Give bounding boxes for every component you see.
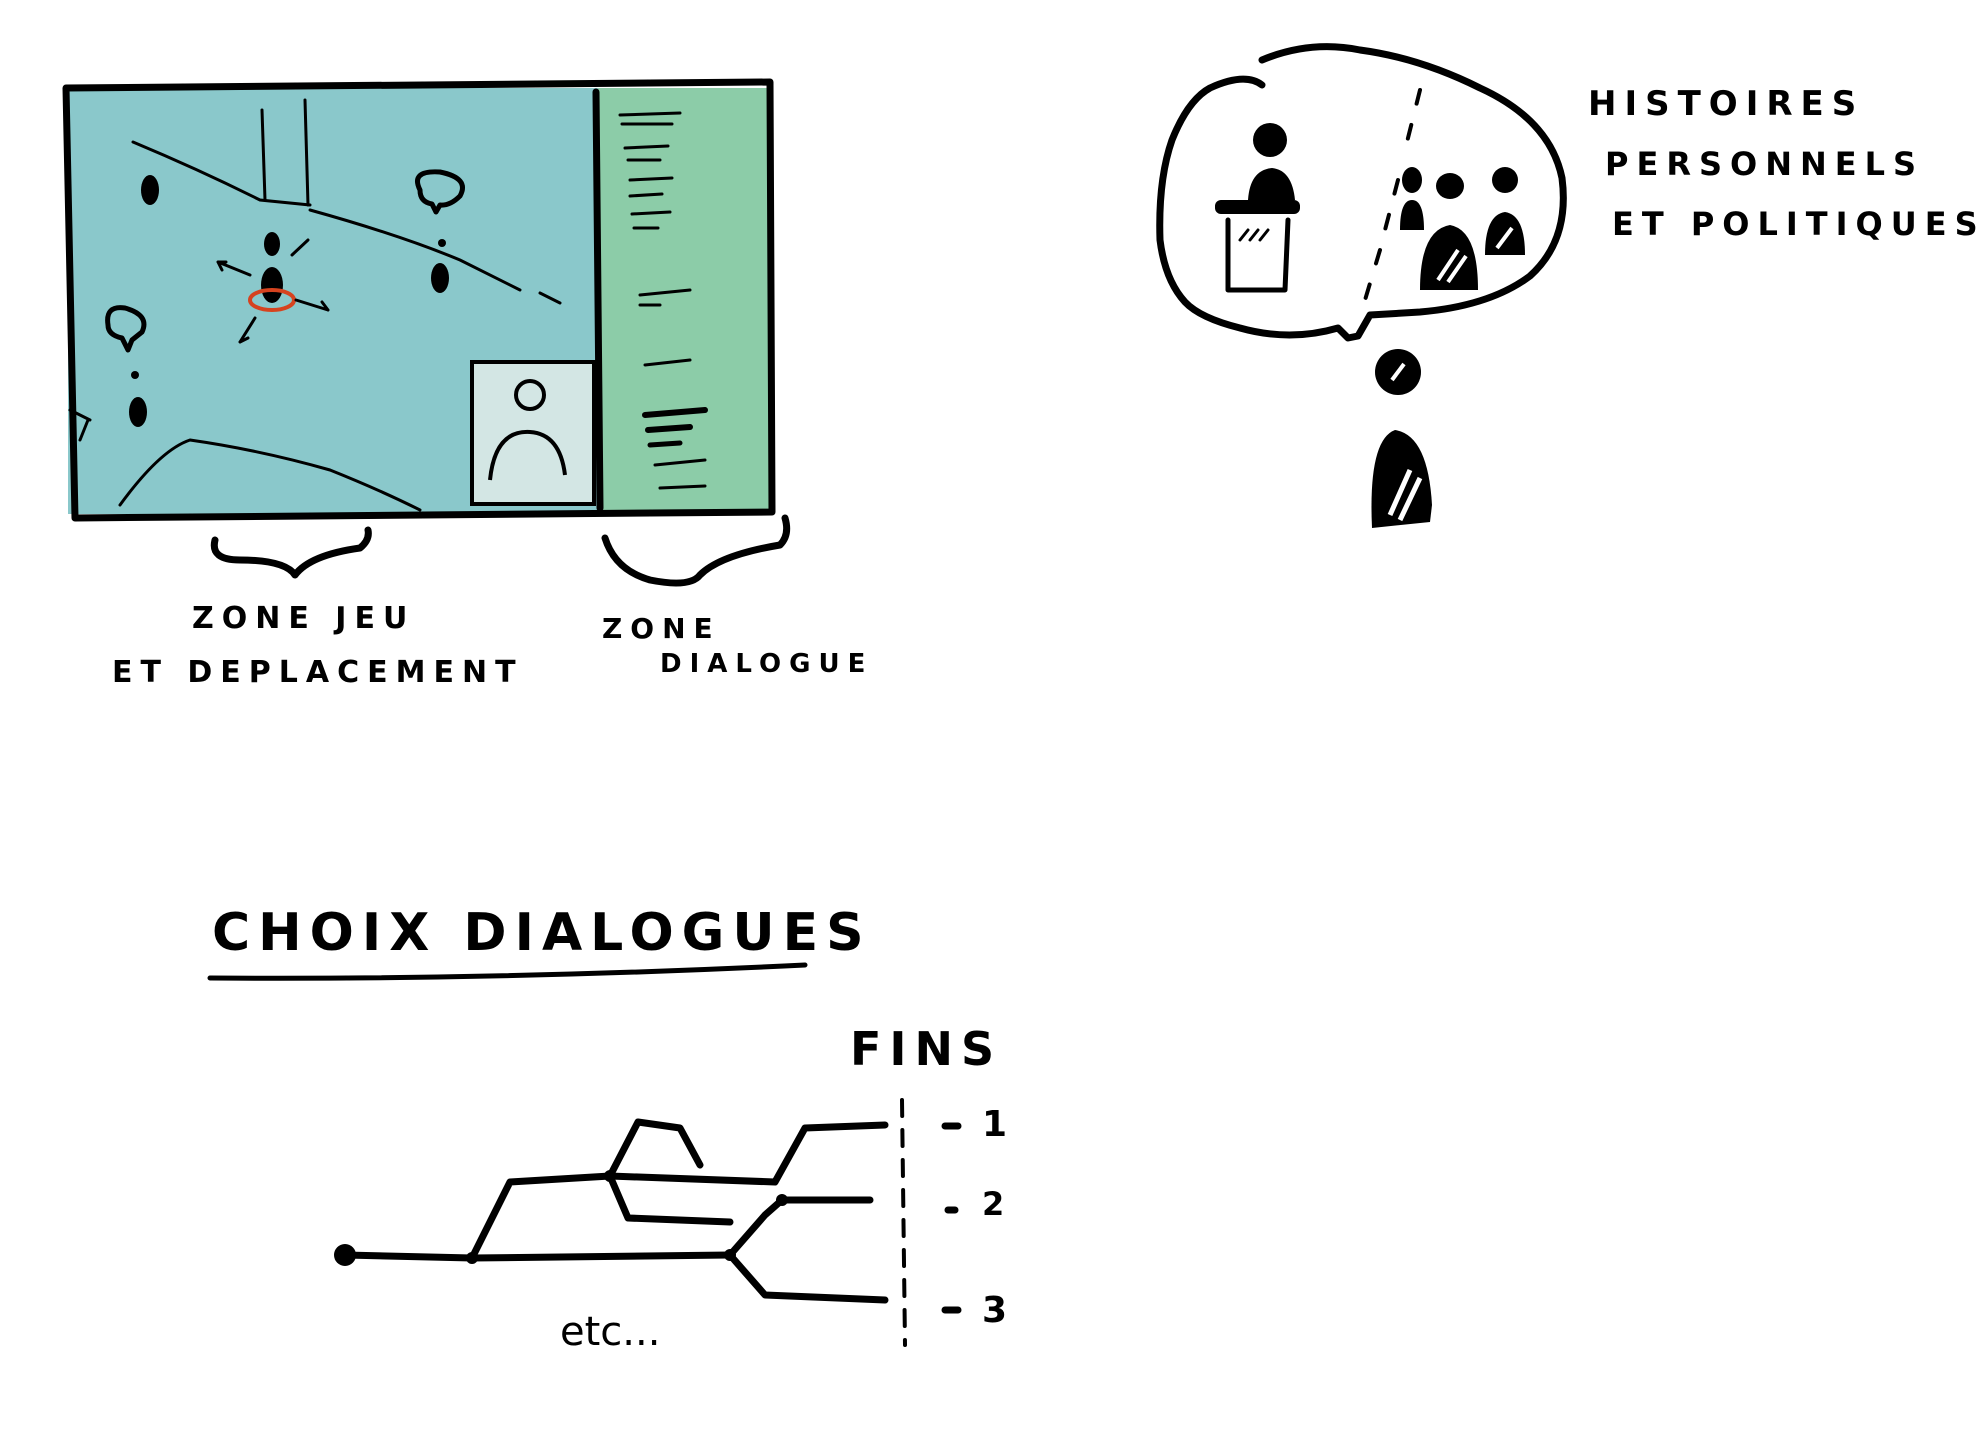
- player-selection-ring: [248, 288, 296, 312]
- branch-line: [341, 1251, 734, 1262]
- player-figure: [261, 267, 283, 303]
- crowd-head-icon: [1492, 167, 1518, 193]
- branch-line: [606, 1118, 704, 1180]
- terrain-line: [131, 140, 312, 207]
- zone-divider: [592, 88, 604, 512]
- branch-node: [776, 1194, 788, 1206]
- portrait-body: [488, 429, 567, 481]
- zone-jeu-label-line2: ET DEPLACEMENT: [112, 655, 524, 690]
- choix-dialogues-title: CHOIX DIALOGUES: [212, 903, 872, 963]
- histoires-label-line2: PERSONNELS: [1605, 145, 1924, 183]
- npc-figure: [141, 175, 159, 205]
- thinker-body: [1371, 430, 1432, 528]
- branch-node: [604, 1170, 616, 1182]
- move-arrow-icon: [216, 260, 252, 277]
- zone-dialogue-label-line1: ZONE: [602, 612, 721, 645]
- branch-node: [724, 1249, 736, 1261]
- brace-game-zone: [210, 526, 372, 579]
- zone-dialogue-label-line2: DIALOGUE: [660, 649, 873, 679]
- speech-bubble-icon: [105, 305, 147, 353]
- crowd-head-icon: [1402, 167, 1422, 193]
- dialogue-scribbles: [618, 111, 708, 490]
- branch-line: [726, 1251, 889, 1304]
- speaker-head: [1253, 123, 1287, 157]
- npc-figure: [438, 239, 446, 247]
- npc-figure: [131, 371, 139, 379]
- podium-hatching: [1238, 228, 1270, 242]
- thought-bubble-outline: [1156, 43, 1567, 342]
- npc-figure: [129, 397, 147, 427]
- terrain-line: [68, 408, 92, 442]
- bubble-divider: [1360, 88, 1422, 312]
- terrain-line: [303, 98, 310, 207]
- move-arrow-icon: [238, 316, 257, 344]
- ending-number-1: 1: [982, 1104, 1015, 1145]
- move-arrow-icon: [294, 298, 330, 312]
- thought-bubble: [1156, 43, 1567, 528]
- zone-jeu-label-line1: ZONE JEU: [192, 601, 415, 636]
- move-arrow-icon: [290, 238, 310, 257]
- branch-line: [726, 1196, 874, 1259]
- crowd-head-icon: [1436, 173, 1464, 199]
- terrain-line: [260, 108, 267, 202]
- histoires-label-line3: ET POLITIQUES: [1612, 205, 1986, 243]
- histoires-label-line1: HISTOIRES: [1588, 84, 1864, 124]
- player-figure: [264, 232, 280, 256]
- dialogue-tree: [334, 1118, 889, 1304]
- screen-frame: [62, 78, 776, 522]
- ending-number-3: 3: [982, 1290, 1015, 1331]
- dialogue-zone-area: [598, 88, 770, 514]
- terrain-line: [308, 208, 522, 292]
- endings-divider: [900, 1098, 907, 1347]
- podium-top: [1215, 200, 1300, 214]
- branch-line: [468, 1121, 889, 1262]
- npc-figure: [431, 263, 449, 293]
- title-underline: [207, 962, 808, 981]
- etc-label: etc...: [560, 1309, 660, 1355]
- crowd-body-icon: [1420, 225, 1478, 290]
- ending-number-2: 2: [982, 1185, 1012, 1223]
- crowd-body-icon: [1400, 200, 1424, 230]
- game-screen-mockup: [62, 78, 776, 522]
- fins-label: FINS: [850, 1022, 1002, 1076]
- speech-bubble-icon: [415, 169, 465, 215]
- branch-node: [466, 1252, 478, 1264]
- crowd-body-icon: [1485, 212, 1525, 255]
- podium-icon: [1225, 217, 1291, 293]
- terrain-line: [538, 291, 562, 305]
- terrain-line: [118, 438, 422, 512]
- speaker-body: [1248, 168, 1295, 200]
- portrait-head: [514, 379, 546, 411]
- branch-line: [606, 1172, 734, 1226]
- brace-dialogue-zone: [601, 514, 791, 587]
